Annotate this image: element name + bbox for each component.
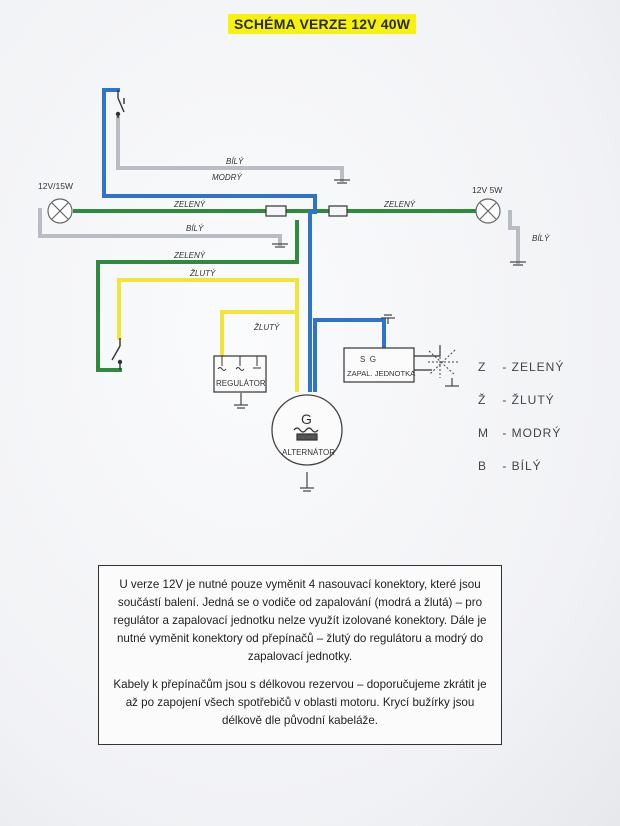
- legend-value: - ŽLUTÝ: [502, 393, 555, 407]
- green-wire-lower: [96, 220, 299, 372]
- grey-wire-right-lamp: [508, 210, 520, 264]
- top-switch: [115, 90, 125, 118]
- note-paragraph-2: Kabely k přepínačům jsou s délkovou reze…: [113, 678, 487, 727]
- wire-label-zluty-reg: ŽLUTÝ: [253, 323, 280, 332]
- color-legend: Z - ZELENÝ Ž - ŽLUTÝ M - MODRÝ B - BÍLÝ: [478, 360, 564, 492]
- ignition-terminals: S G: [360, 355, 376, 364]
- legend-key: Ž: [478, 393, 487, 407]
- lamp-right-label: 12V 5W: [472, 185, 502, 195]
- legend-key: Z: [478, 360, 487, 374]
- legend-value: - ZELENÝ: [502, 360, 565, 374]
- regulator-label: REGULÁTOR: [216, 379, 266, 388]
- spark-plug-icon: [428, 345, 458, 378]
- ignition-unit-box: [343, 347, 415, 383]
- yellow-wire-regulator: [220, 310, 299, 358]
- legend-row-modry: M - MODRÝ: [478, 426, 564, 459]
- legend-row-zluty: Ž - ŽLUTÝ: [478, 393, 564, 426]
- wire-label-bily-mid: BÍLÝ: [186, 224, 204, 233]
- wire-label-bily-right: BÍLÝ: [532, 234, 550, 243]
- legend-key: B: [478, 459, 488, 473]
- blue-wire-ignition: [313, 318, 386, 392]
- wire-label-zluty-lower: ŽLUTÝ: [189, 269, 216, 278]
- lamp-right: [475, 198, 501, 224]
- connector-2: [328, 205, 348, 217]
- lamp-left: [47, 198, 73, 224]
- blue-wire-main: [102, 88, 317, 392]
- wire-label-zeleny-right: ZELENÝ: [383, 200, 416, 209]
- wire-label-modry-top: MODRÝ: [212, 173, 242, 182]
- alternator: [271, 394, 343, 466]
- legend-row-bily: B - BÍLÝ: [478, 459, 564, 492]
- yellow-wire-switch: [117, 278, 299, 392]
- grey-wire-top: [116, 116, 344, 182]
- alternator-label: ALTERNÁTOR: [282, 448, 335, 457]
- grey-wire-left-lamp: [38, 208, 282, 246]
- legend-key: M: [478, 426, 489, 440]
- diagram-title: SCHÉMA VERZE 12V 40W: [228, 14, 417, 34]
- installation-note: U verze 12V je nutné pouze vyměnit 4 nas…: [98, 565, 502, 745]
- ignition-unit-label: ZAPAL. JEDNOTKA: [347, 369, 416, 378]
- legend-row-zeleny: Z - ZELENÝ: [478, 360, 564, 393]
- ground-symbols: [234, 179, 526, 492]
- regulator-terminals: [217, 356, 261, 371]
- lamp-left-label: 12V/15W: [38, 181, 73, 191]
- alternator-winding-icon: [293, 427, 319, 441]
- wiring-diagram: 12V/15W 12V 5W REGULÁTOR S G ZA: [38, 88, 550, 492]
- note-paragraph-1: U verze 12V je nutné pouze vyměnit 4 nas…: [113, 578, 487, 663]
- ignition-output-wire: [414, 345, 441, 371]
- lower-switch: [111, 338, 123, 370]
- alternator-symbol: G: [301, 411, 312, 427]
- wire-label-bily-top: BÍLÝ: [226, 157, 244, 166]
- connector-1: [265, 205, 287, 217]
- legend-value: - BÍLÝ: [502, 459, 542, 473]
- wire-label-zeleny-lower: ZELENÝ: [173, 251, 206, 260]
- legend-value: - MODRÝ: [502, 426, 562, 440]
- wire-label-zeleny-left: ZELENÝ: [173, 200, 206, 209]
